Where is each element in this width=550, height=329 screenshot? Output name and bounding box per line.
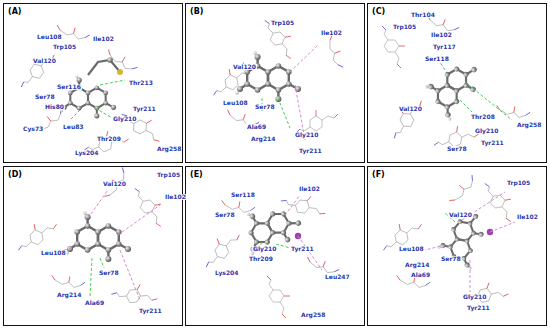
residue-label: Tyr211 bbox=[138, 308, 163, 314]
residue-label: Ala69 bbox=[410, 272, 431, 278]
residue-label: Leu108 bbox=[40, 250, 67, 256]
residue-label: Ser78 bbox=[214, 212, 236, 218]
residue-label: Ile102 bbox=[516, 214, 539, 220]
residue-label: Val120 bbox=[102, 181, 127, 187]
residue-label: Trp105 bbox=[506, 180, 531, 186]
residue-label: Tyr211 bbox=[480, 140, 505, 146]
residue-label: Ile102 bbox=[298, 186, 321, 192]
residue-label: Leu108 bbox=[398, 246, 425, 252]
residue-label: Leu247 bbox=[324, 274, 351, 280]
residue-label: Arg214 bbox=[250, 136, 276, 142]
residue-label: Lys204 bbox=[214, 270, 239, 276]
residue-label: Val120 bbox=[232, 64, 257, 70]
residue-label: Gly210 bbox=[252, 246, 277, 252]
residue-label: Tyr211 bbox=[290, 246, 315, 252]
residue-label: Tyr211 bbox=[466, 305, 491, 311]
residue-label: Thr104 bbox=[410, 12, 436, 18]
residue-label: Ile102 bbox=[320, 30, 343, 36]
panel-label: (D) bbox=[8, 170, 22, 179]
residue-label: Gly210 bbox=[294, 132, 319, 138]
residue-label: Arg258 bbox=[156, 146, 182, 152]
residue-label: Tyr211 bbox=[298, 148, 323, 154]
residue-label: Ala69 bbox=[84, 300, 105, 306]
residue-label: Val120 bbox=[448, 212, 473, 218]
residue-label: Gly210 bbox=[462, 294, 487, 300]
residue-label: Ser78 bbox=[446, 146, 468, 152]
residue-label: Thr209 bbox=[96, 136, 122, 142]
residue-label: Trp105 bbox=[392, 24, 417, 30]
residue-label: Ser78 bbox=[440, 256, 462, 262]
panel-frame: (A) bbox=[3, 3, 183, 163]
residue-label: Trp105 bbox=[156, 172, 181, 178]
residue-label: Trp105 bbox=[270, 20, 295, 26]
residue-label: Trp105 bbox=[52, 44, 77, 50]
residue-label: Arg214 bbox=[56, 292, 82, 298]
residue-label: Val120 bbox=[32, 58, 57, 64]
residue-label: Tyr117 bbox=[432, 44, 457, 50]
residue-label: Ser78 bbox=[34, 94, 56, 100]
residue-label: Leu83 bbox=[62, 124, 85, 130]
residue-label: Ile102 bbox=[164, 194, 187, 200]
residue-label: Gly210 bbox=[112, 116, 137, 122]
residue-label: Ser78 bbox=[98, 270, 120, 276]
residue-label: Val120 bbox=[398, 106, 423, 112]
panel-label: (A) bbox=[8, 7, 22, 16]
residue-label: Tyr211 bbox=[132, 106, 157, 112]
residue-label: Leu108 bbox=[36, 34, 63, 40]
panel-label: (F) bbox=[372, 170, 385, 179]
residue-label: Lys204 bbox=[74, 150, 99, 156]
residue-label: Thr208 bbox=[470, 114, 496, 120]
residue-label: Ser116 bbox=[56, 84, 82, 90]
residue-label: Cys73 bbox=[22, 126, 44, 132]
residue-label: Ile102 bbox=[430, 32, 453, 38]
residue-label: Arg214 bbox=[404, 262, 430, 268]
residue-label: Thr213 bbox=[128, 80, 154, 86]
residue-label: Arg258 bbox=[516, 122, 542, 128]
residue-label: His80 bbox=[44, 104, 65, 110]
residue-label: Ser118 bbox=[424, 56, 450, 62]
residue-label: Gly210 bbox=[474, 128, 499, 134]
panel-label: (C) bbox=[372, 7, 385, 16]
panel-label: (B) bbox=[190, 7, 203, 16]
panel-frame: (F) bbox=[367, 166, 547, 326]
panel-label: (E) bbox=[190, 170, 203, 179]
residue-label: Arg258 bbox=[300, 312, 326, 318]
residue-label: Ser78 bbox=[254, 104, 276, 110]
residue-label: Leu108 bbox=[222, 100, 249, 106]
residue-label: Ser118 bbox=[230, 192, 256, 198]
residue-label: Thr209 bbox=[248, 256, 274, 262]
residue-label: Ala69 bbox=[246, 124, 267, 130]
residue-label: Ile102 bbox=[92, 36, 115, 42]
